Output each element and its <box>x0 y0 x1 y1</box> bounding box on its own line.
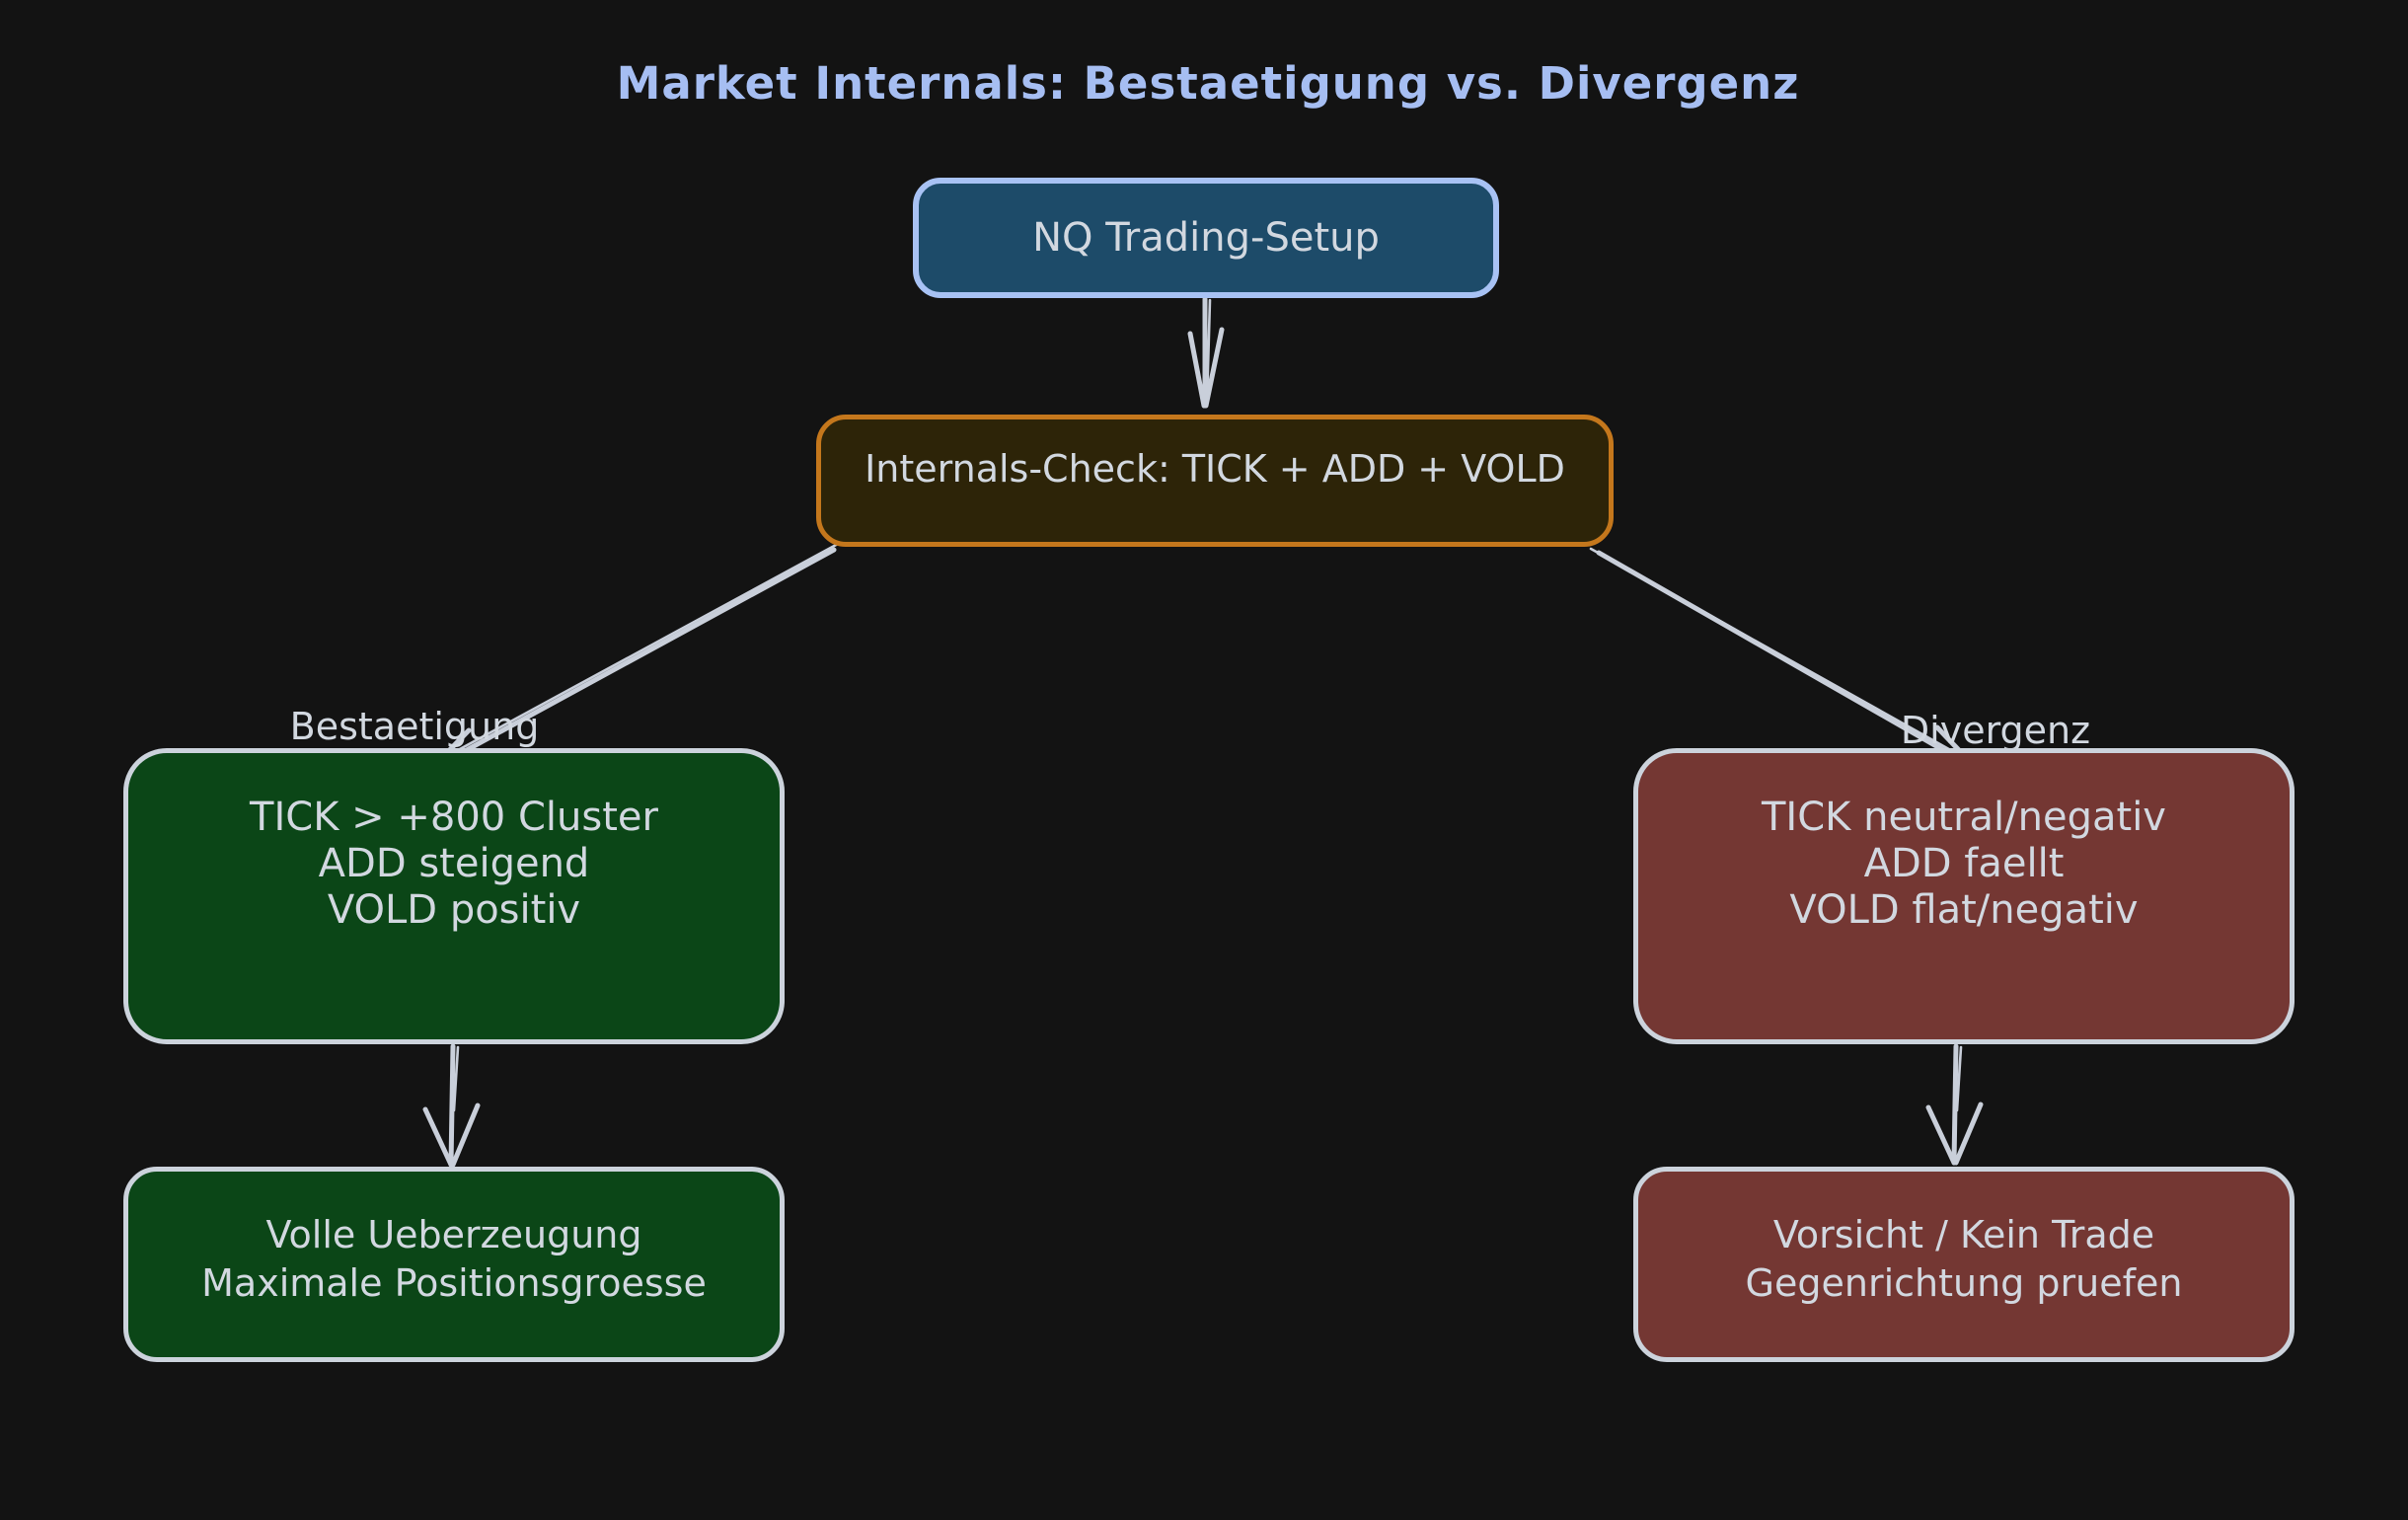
node-line: ADD faellt <box>1863 841 2065 886</box>
node-bestaetigung-criteria: TICK > +800 Cluster ADD steigend VOLD po… <box>123 748 785 1044</box>
node-line: Gegenrichtung pruefen <box>1745 1261 2183 1305</box>
node-label: NQ Trading-Setup <box>1032 215 1380 261</box>
node-internals-check: Internals-Check: TICK + ADD + VOLD <box>816 415 1614 547</box>
arrow-setup-to-check <box>1187 296 1225 409</box>
arrow-diverge-to-action <box>1925 1043 1984 1166</box>
edge-label-bestaetigung: Bestaetigung <box>289 705 540 748</box>
node-line: VOLD positiv <box>327 887 581 933</box>
node-line: VOLD flat/negativ <box>1789 887 2139 933</box>
node-line: Vorsicht / Kein Trade <box>1772 1213 2155 1256</box>
node-label: Internals-Check: TICK + ADD + VOLD <box>865 447 1565 491</box>
node-line: TICK neutral/negativ <box>1762 795 2166 840</box>
node-divergenz-criteria: TICK neutral/negativ ADD faellt VOLD fla… <box>1633 748 2295 1044</box>
node-nq-trading-setup: NQ Trading-Setup <box>913 178 1499 298</box>
node-volle-ueberzeugung: Volle Ueberzeugung Maximale Positionsgro… <box>123 1167 785 1362</box>
edge-label-divergenz: Divergenz <box>1900 709 2091 752</box>
node-line: Volle Ueberzeugung <box>265 1213 642 1256</box>
arrow-confirm-to-action <box>422 1043 481 1168</box>
node-vorsicht-kein-trade: Vorsicht / Kein Trade Gegenrichtung prue… <box>1633 1167 2295 1362</box>
diagram-title: Market Internals: Bestaetigung vs. Diver… <box>616 57 1800 110</box>
node-line: Maximale Positionsgroesse <box>201 1261 707 1305</box>
node-line: TICK > +800 Cluster <box>250 795 658 840</box>
node-line: ADD steigend <box>318 841 590 886</box>
